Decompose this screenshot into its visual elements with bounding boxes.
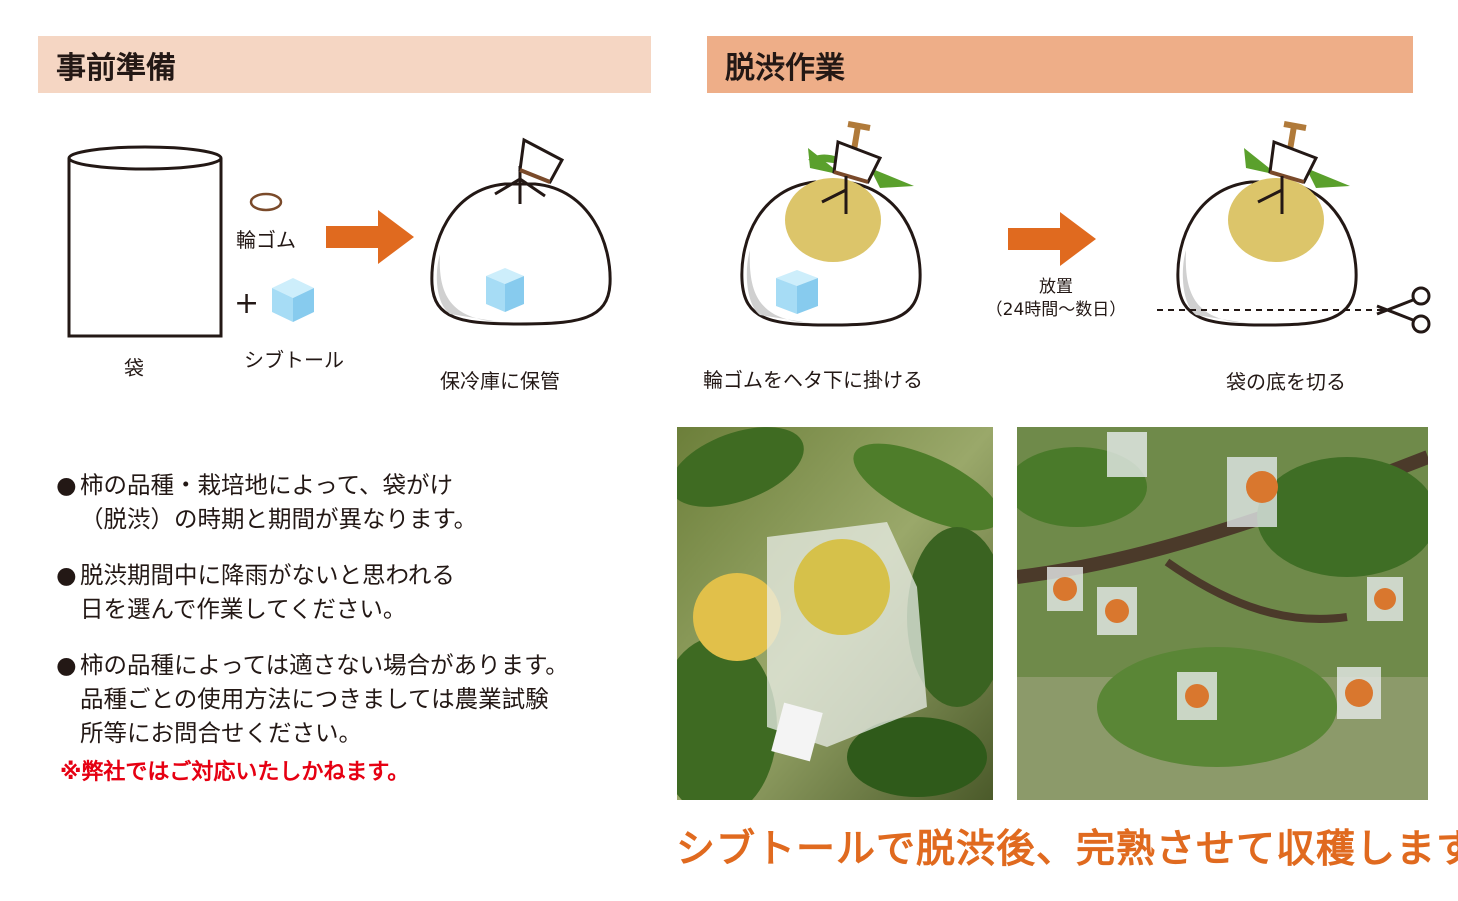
note-item: ●脱渋期間中に降雨がないと思われる 日を選んで作業してください。	[56, 558, 636, 626]
note-line: 柿の品種・栽培地によって、袋がけ	[80, 471, 453, 499]
section-header-work: 脱渋作業	[707, 36, 1413, 93]
plus-sign: +	[234, 286, 260, 321]
note-item: ●柿の品種によっては適さない場合があります。 品種ごとの使用方法につきましては農…	[56, 648, 636, 750]
note-line: 品種ごとの使用方法につきましては農業試験	[80, 685, 549, 713]
sibutol-label: シブトール	[244, 348, 344, 372]
bullet-icon: ●	[56, 651, 77, 679]
wait-title: 放置	[1039, 277, 1073, 297]
note-line: 所等にお問合せください。	[80, 719, 362, 747]
arrow-icon	[326, 210, 414, 264]
arrow-icon-2	[1008, 212, 1096, 266]
stored-bag-illustration	[430, 137, 612, 326]
bagged-fruit-illustration	[740, 121, 922, 327]
warning-text: ※弊社ではご対応いたしかねます。	[60, 760, 410, 785]
rubber-band-label: 輪ゴム	[236, 228, 296, 252]
photo-bagged-persimmon	[677, 427, 993, 800]
wait-period: （24時間～数日）	[985, 300, 1127, 320]
section-title-prep: 事前準備	[56, 50, 176, 86]
bag-illustration	[67, 145, 223, 338]
cut-line-with-scissors-icon	[1157, 286, 1431, 334]
bullet-icon: ●	[56, 471, 77, 499]
photo-orchard	[1017, 427, 1428, 800]
note-line: 脱渋期間中に降雨がないと思われる	[80, 561, 455, 589]
bullet-icon: ●	[56, 561, 77, 589]
section-header-prep: 事前準備	[38, 36, 651, 93]
rubber-band-icon	[249, 192, 283, 212]
cut-bag-illustration	[1176, 121, 1358, 327]
sibutol-cube-icon	[272, 278, 314, 322]
step2-label: 袋の底を切る	[1226, 370, 1346, 394]
photo-caption: シブトールで脱渋後、完熟させて収穫します	[676, 827, 1458, 872]
note-line: （脱渋）の時期と期間が異なります。	[80, 505, 478, 533]
note-item: ●柿の品種・栽培地によって、袋がけ （脱渋）の時期と期間が異なります。	[56, 468, 636, 536]
notes-list: ●柿の品種・栽培地によって、袋がけ （脱渋）の時期と期間が異なります。 ●脱渋期…	[56, 468, 636, 786]
wait-label: 放置 （24時間～数日）	[976, 276, 1136, 322]
note-line: 日を選んで作業してください。	[80, 595, 407, 623]
bag-label: 袋	[124, 356, 144, 380]
storage-label: 保冷庫に保管	[440, 369, 560, 393]
section-title-work: 脱渋作業	[725, 50, 845, 86]
step1-label: 輪ゴムをヘタ下に掛ける	[703, 368, 923, 392]
note-line: 柿の品種によっては適さない場合があります。	[80, 651, 569, 679]
